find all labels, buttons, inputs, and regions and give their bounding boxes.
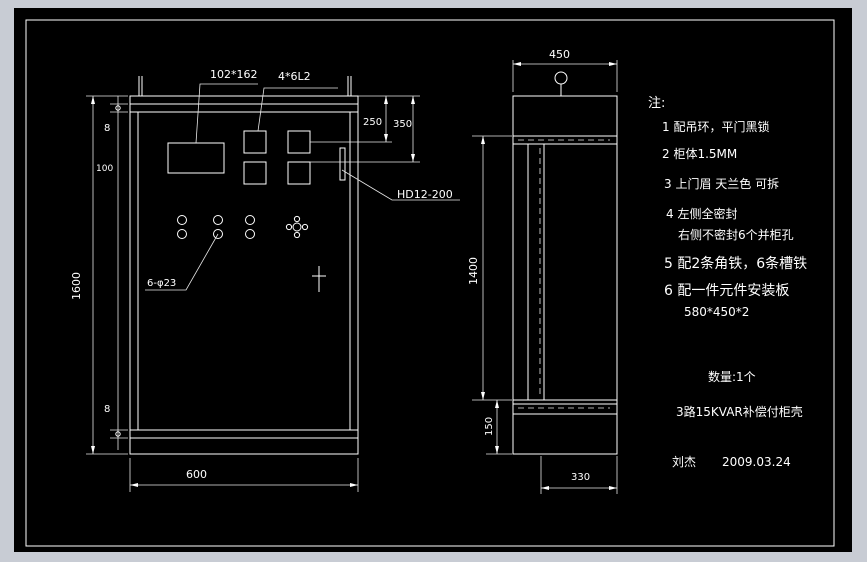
notes-block: 注: 1 配吊环，平门黑锁 2 柜体1.5MM 3 上门眉 天兰色 可拆 4 左… [648, 96, 807, 469]
indicator-holes [177, 215, 255, 239]
note-item-6: 6 配一件元件安装板 [664, 283, 789, 299]
drawing-border [25, 19, 835, 547]
label-hinge-model: HD12-200 [397, 188, 453, 201]
door-lock-mark [312, 266, 326, 292]
author: 刘杰 [672, 455, 696, 469]
product-name: 3路15KVAR补偿付柜壳 [676, 404, 803, 419]
side-view: 450 1400 150 [467, 48, 618, 494]
label-window-size: 102*162 [210, 68, 258, 81]
meter-cutout-2 [287, 130, 311, 154]
note-item-5: 5 配2条角铁，6条槽铁 [664, 255, 807, 272]
dim-100: 100 [96, 164, 113, 174]
dim-top-gap: 8 [104, 123, 110, 134]
meter-cutout-1 [243, 130, 267, 154]
dim-350: 350 [393, 119, 412, 130]
window-cutout [167, 142, 225, 174]
dim-width: 600 [186, 468, 207, 481]
cad-canvas[interactable]: 102*162 4*6L2 HD12-200 6-φ23 600 [14, 8, 852, 552]
note-item-2: 2 柜体1.5MM [662, 147, 737, 161]
note-item-4: 4 左侧全密封 [666, 206, 737, 221]
dim-height: 1600 [70, 272, 83, 300]
drawing-svg: 102*162 4*6L2 HD12-200 6-φ23 600 [25, 19, 835, 547]
dim-depth: 450 [549, 48, 570, 61]
label-meter-size: 4*6L2 [278, 70, 311, 83]
meter-cutout-4 [287, 161, 311, 185]
notes-title: 注: [648, 96, 665, 111]
note-item-1: 1 配吊环，平门黑锁 [662, 119, 769, 134]
dim-base: 150 [484, 417, 495, 436]
front-view: 102*162 4*6L2 HD12-200 6-φ23 600 [70, 68, 460, 492]
meter-cutout-3 [243, 161, 267, 185]
note-item-6b: 580*450*2 [684, 305, 749, 319]
dim-bottom: 330 [571, 472, 590, 483]
side-cabinet-outline [512, 95, 618, 455]
dim-bottom-gap: 8 [104, 404, 110, 415]
note-item-4b: 右侧不密封6个并柜孔 [678, 227, 794, 242]
quantity: 数量:1个 [708, 369, 756, 384]
label-holes: 6-φ23 [147, 278, 176, 289]
side-lifting-ring [554, 71, 568, 85]
dim-250: 250 [363, 117, 382, 128]
dim-side-height: 1400 [467, 257, 480, 285]
date: 2009.03.24 [722, 455, 791, 469]
hinge [339, 147, 346, 181]
front-cabinet-outline [129, 95, 359, 455]
note-item-3: 3 上门眉 天兰色 可拆 [664, 176, 779, 191]
selector-switch [285, 215, 309, 239]
